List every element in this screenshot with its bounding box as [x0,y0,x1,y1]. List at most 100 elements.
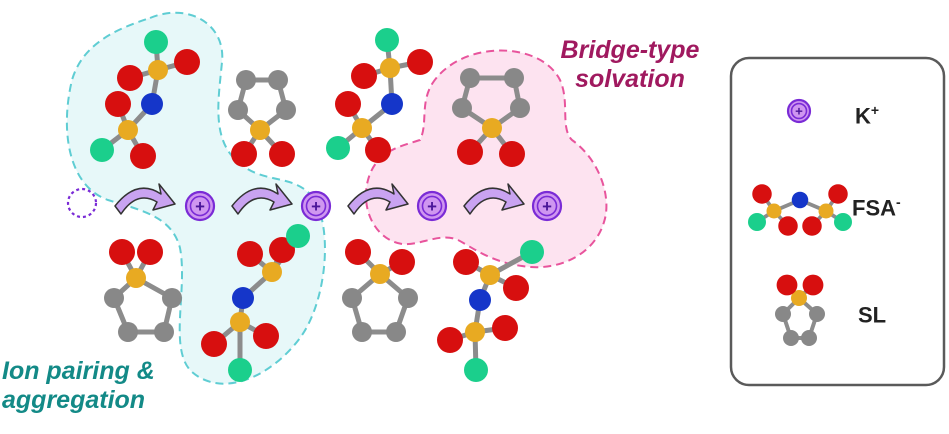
sl-2-atom [154,322,174,342]
legend-fsa-icon-atom [766,203,782,219]
fsa-2-atom [232,287,254,309]
fsa-2-atom [253,323,279,349]
fsa-3-atom [365,137,391,163]
fsa-4-atom [464,358,488,382]
fsa-1-atom [117,65,143,91]
sl-3-atom [352,322,372,342]
potassium-cation-icon-3-ring [421,195,443,217]
potassium-cation-icon-1-charge: + [195,197,205,216]
fsa-4-atom [492,315,518,341]
fsa-4-atom [480,265,500,285]
fsa-3-atom [335,91,361,117]
ion-label-line-1: Ion pairing & [2,357,155,385]
sl-4-atom [452,98,472,118]
ion-pairing-aggregation-label: Ion pairing & aggregation [2,357,192,415]
fsa-3-atom [380,58,400,78]
vacant-site-icon [66,187,98,219]
potassium-cation-icon-1: + [184,190,216,222]
legend-k-icon: + [786,98,812,124]
sl-2-atom [118,322,138,342]
potassium-cation-icon-3-charge: + [427,197,437,216]
potassium-cation-icon-4: + [531,190,563,222]
fsa-2-atom [286,224,310,248]
sl-1-atom [236,70,256,90]
fsa-1-atom [148,60,168,80]
legend-fsa-icon-atom [791,191,809,209]
fsa-2-atom [228,358,252,382]
fsa-4-atom [503,275,529,301]
potassium-cation-icon-2-ring [305,195,327,217]
legend-sl-icon-atom [783,330,799,346]
fsa-1-atom [90,138,114,162]
fsa-1-atom [105,91,131,117]
sl-3-atom [389,249,415,275]
sl-4-atom [499,141,525,167]
sl-2-atom [104,288,124,308]
sl-1-atom [269,141,295,167]
potassium-cations: + + + + [184,190,563,222]
legend-sl-icon-atom [801,330,817,346]
potassium-cation-icon-4-ring [536,195,558,217]
fsa-1-atom [141,93,163,115]
sl-1-atom [228,100,248,120]
sl-2-atom [126,268,146,288]
hop-arrow-icon-1 [114,183,176,215]
sl-4-atom [510,98,530,118]
legend-fsa-icon-atom [748,213,766,231]
legend-fsa-icon-atom [818,203,834,219]
fsa-4-atom [520,240,544,264]
fsa-3-atom [351,63,377,89]
sl-4-atom [504,68,524,88]
sl-3-atom [345,239,371,265]
ion-label-line-2: aggregation [2,386,146,414]
legend-fsa-icon-atom [802,216,822,236]
fsa-2-atom [269,237,295,263]
legend-k-icon-ring [790,102,808,120]
fsa-1-atom [118,120,138,140]
sl-4-atom [460,68,480,88]
potassium-cation-icon-1-ring [189,195,211,217]
sl-2-atom [162,288,182,308]
legend-sl-icon-atom [775,306,791,322]
legend-fsa-icon-atom [834,213,852,231]
legend-sl-icon-atom [776,274,798,296]
legend-icons: + [748,98,852,346]
legend-sl-icon-atom [802,274,824,296]
sl-3-atom [398,288,418,308]
fsa-3-atom [326,136,350,160]
potassium-cation-icon-2: + [300,190,332,222]
bridge-label-line-2: solvation [575,65,685,93]
fsa-3-atom [352,118,372,138]
molecule-atoms [90,28,544,382]
legend-box [729,56,946,387]
fsa-2-atom [201,331,227,357]
fsa-4-atom [453,249,479,275]
legend-k-icon-charge: + [795,104,803,119]
fsa-3-atom [381,93,403,115]
legend-fsa-icon-atom [828,184,848,204]
sl-1-atom [268,70,288,90]
fsa-4-atom [469,289,491,311]
sl-1-atom [276,100,296,120]
hop-arrow-icon-4 [463,183,525,215]
fsa-3-atom [375,28,399,52]
sl-2-atom [137,239,163,265]
fsa-2-atom [262,262,282,282]
legend-fsa-icon-atom [778,216,798,236]
legend-sl-icon-atom [809,306,825,322]
fsa-1-atom [144,30,168,54]
legend-sl-label: SL [858,302,887,328]
potassium-cation-icon-2-charge: + [311,197,321,216]
sl-1-atom [250,120,270,140]
bridge-label-line-1: Bridge-type [560,36,700,64]
hop-arrow-icon-3 [347,183,409,215]
fsa-2-atom [230,312,250,332]
sl-1-atom [231,141,257,167]
legend-k-label: K+ [855,102,880,129]
potassium-cation-icon-4-charge: + [542,197,552,216]
sl-4-atom [482,118,502,138]
bridge-type-solvation-label: Bridge-type solvation [540,36,720,94]
potassium-cation-icon-3: + [416,190,448,222]
sl-3-atom [370,264,390,284]
fsa-1-atom [130,143,156,169]
